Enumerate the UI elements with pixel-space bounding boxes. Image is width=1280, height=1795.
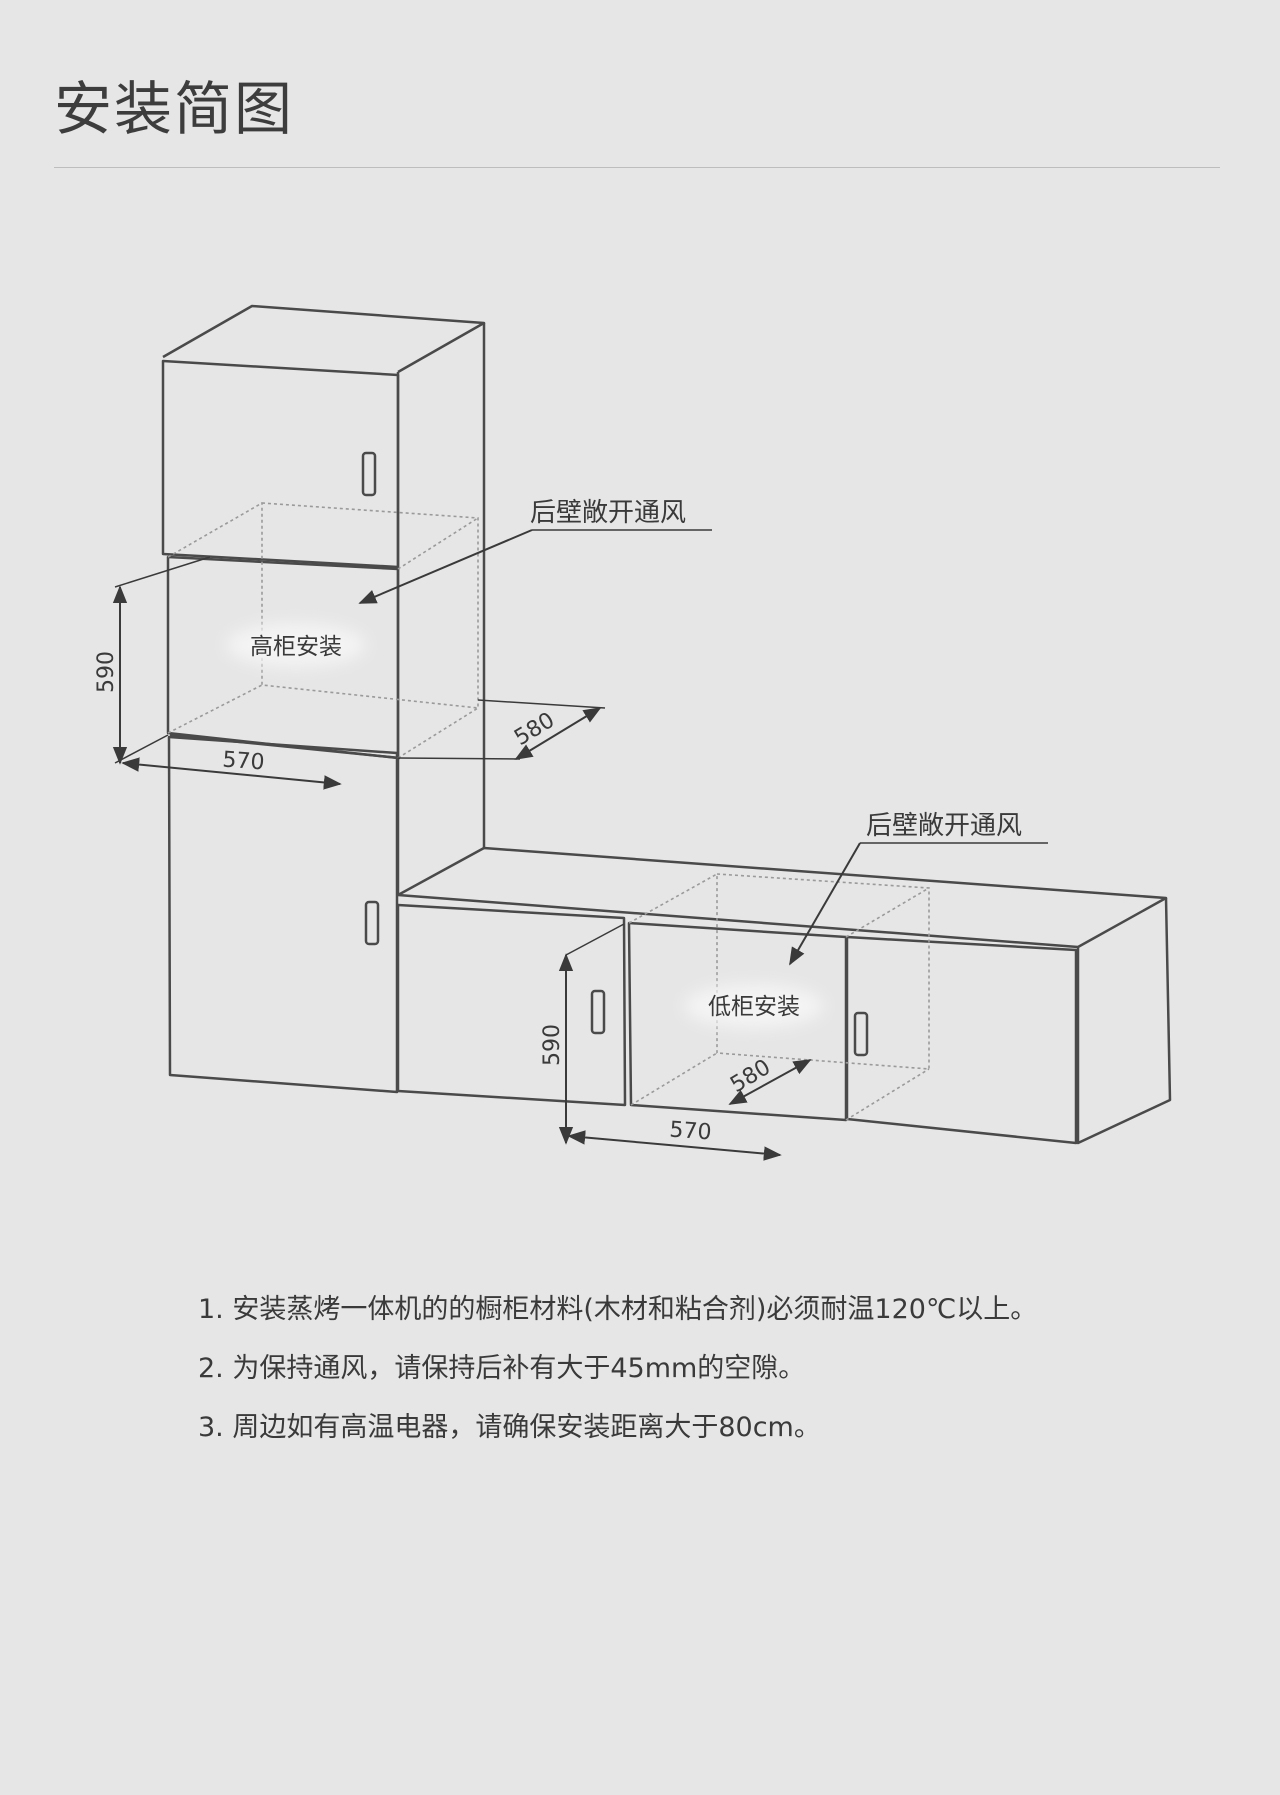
low-depth-line — [728, 1059, 812, 1105]
title-divider — [54, 167, 1220, 168]
tall-width-line — [121, 757, 342, 790]
low-width-line — [567, 1130, 782, 1161]
low-height-label: 590 — [540, 1024, 565, 1066]
low-depth-label: 580 — [726, 1055, 775, 1098]
low-width-label: 570 — [669, 1118, 713, 1146]
tall-height-label: 590 — [94, 651, 119, 693]
dimension-lines — [112, 529, 1048, 1161]
installation-notes: 1. 安装蒸烤一体机的的橱柜材料(木材和粘合剂)必须耐温120℃以上。 2. 为… — [198, 1290, 1037, 1467]
low-left-door-handle — [590, 989, 606, 1035]
tall-lower-door — [167, 735, 399, 1094]
vent-top-arrow — [358, 529, 533, 604]
low-right-door — [845, 935, 1078, 1145]
vent-label-bottom: 后壁敞开通风 — [866, 811, 1022, 841]
tall-lower-door-handle — [364, 900, 380, 946]
tall-depth-label: 580 — [510, 708, 559, 751]
low-cabinet-side — [1076, 897, 1172, 1145]
low-right-door-handle — [853, 1011, 869, 1057]
low-niche-interior — [628, 873, 930, 1121]
low-cabinet — [396, 846, 1172, 1145]
low-cabinet-label: 低柜安装 — [708, 994, 800, 1020]
tall-cabinet-label: 高柜安装 — [250, 634, 342, 660]
upper-door — [161, 359, 400, 569]
low-left-door — [396, 903, 627, 1107]
note-item-3: 3. 周边如有高温电器，请确保安装距离大于80cm。 — [198, 1412, 821, 1443]
tall-niche-interior — [167, 502, 479, 759]
note-item-2: 2. 为保持通风，请保持后补有大于45mm的空隙。 — [198, 1353, 806, 1384]
tall-width-label: 570 — [222, 748, 266, 776]
vent-bottom-arrow — [789, 842, 861, 966]
note-item-1: 1. 安装蒸烤一体机的的橱柜材料(木材和粘合剂)必须耐温120℃以上。 — [198, 1294, 1038, 1325]
page-title: 安装简图 — [54, 75, 295, 143]
tall-depth-line — [514, 707, 602, 760]
upper-door-handle — [361, 451, 377, 497]
vent-label-top: 后壁敞开通风 — [530, 498, 686, 528]
tall-cabinet — [161, 304, 486, 1094]
tall-cabinet-top — [162, 304, 486, 374]
